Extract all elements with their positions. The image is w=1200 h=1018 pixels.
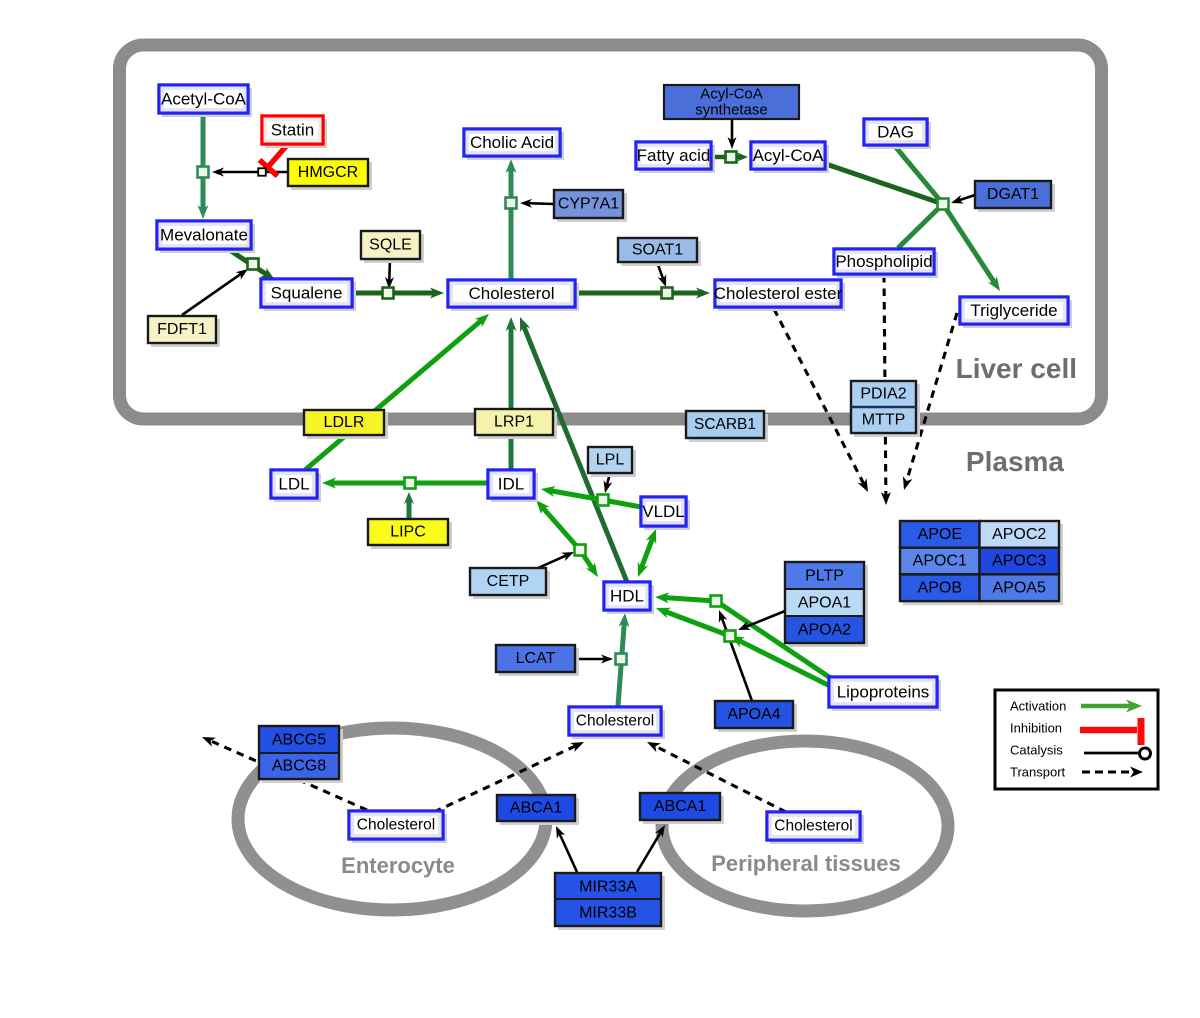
svg-text:APOE: APOE <box>918 526 962 543</box>
svg-text:LRP1: LRP1 <box>494 414 534 431</box>
svg-text:Statin: Statin <box>271 121 314 140</box>
svg-text:CYP7A1: CYP7A1 <box>558 196 619 213</box>
svg-text:LDLR: LDLR <box>324 414 365 431</box>
svg-text:Cholesterol: Cholesterol <box>774 818 852 835</box>
svg-text:SOAT1: SOAT1 <box>632 242 683 259</box>
svg-text:Catalysis: Catalysis <box>1010 743 1063 758</box>
svg-text:PDIA2: PDIA2 <box>860 386 906 403</box>
svg-text:LPL: LPL <box>596 452 625 469</box>
svg-text:Phospholipid: Phospholipid <box>835 252 932 271</box>
svg-text:HDL: HDL <box>610 587 644 606</box>
svg-text:Enterocyte: Enterocyte <box>341 853 455 878</box>
svg-text:APOC1: APOC1 <box>913 553 967 570</box>
svg-text:Triglyceride: Triglyceride <box>970 301 1057 320</box>
svg-text:Fatty acid: Fatty acid <box>637 146 711 165</box>
svg-text:SQLE: SQLE <box>369 237 412 254</box>
svg-text:LDL: LDL <box>278 475 309 494</box>
svg-text:Liver cell: Liver cell <box>956 353 1077 384</box>
svg-text:HMGCR: HMGCR <box>298 164 358 181</box>
svg-text:Acyl-CoA: Acyl-CoA <box>753 146 825 165</box>
svg-text:Cholesterol: Cholesterol <box>469 284 555 303</box>
svg-text:Acetyl-CoA: Acetyl-CoA <box>161 90 247 109</box>
svg-text:Inhibition: Inhibition <box>1010 721 1062 736</box>
svg-text:Peripheral tissues: Peripheral tissues <box>711 851 901 876</box>
svg-text:APOC2: APOC2 <box>992 526 1046 543</box>
svg-text:FDFT1: FDFT1 <box>157 321 207 338</box>
svg-text:DAG: DAG <box>877 123 914 142</box>
svg-text:APOA5: APOA5 <box>993 579 1046 596</box>
svg-text:Acyl-CoA: Acyl-CoA <box>700 86 763 103</box>
svg-text:Plasma: Plasma <box>966 446 1064 477</box>
svg-text:Cholesterol: Cholesterol <box>576 713 654 730</box>
svg-text:MTTP: MTTP <box>862 412 906 429</box>
svg-text:ABCG5: ABCG5 <box>272 732 326 749</box>
svg-text:ABCA1: ABCA1 <box>654 798 707 815</box>
svg-text:MIR33A: MIR33A <box>579 879 637 896</box>
svg-text:Cholesterol ester: Cholesterol ester <box>714 284 843 303</box>
svg-text:Activation: Activation <box>1010 699 1066 714</box>
svg-text:Transport: Transport <box>1010 765 1066 780</box>
svg-text:ABCA1: ABCA1 <box>510 800 563 817</box>
svg-text:APOA1: APOA1 <box>798 595 851 612</box>
svg-text:APOB: APOB <box>918 579 962 596</box>
svg-text:LIPC: LIPC <box>390 524 426 541</box>
svg-text:MIR33B: MIR33B <box>579 905 637 922</box>
svg-text:APOA2: APOA2 <box>798 622 851 639</box>
svg-text:Lipoproteins: Lipoproteins <box>837 683 930 702</box>
svg-text:PLTP: PLTP <box>805 568 844 585</box>
svg-text:Cholic Acid: Cholic Acid <box>470 133 554 152</box>
svg-text:DGAT1: DGAT1 <box>987 186 1039 203</box>
svg-text:ABCG8: ABCG8 <box>272 758 326 775</box>
svg-text:Squalene: Squalene <box>271 284 343 303</box>
svg-text:synthetase: synthetase <box>695 102 768 119</box>
svg-text:Mevalonate: Mevalonate <box>160 226 248 245</box>
svg-text:CETP: CETP <box>487 573 530 590</box>
svg-text:VLDL: VLDL <box>642 502 685 521</box>
svg-text:Cholesterol: Cholesterol <box>357 817 435 834</box>
svg-text:SCARB1: SCARB1 <box>694 416 756 433</box>
svg-text:APOA4: APOA4 <box>727 706 780 723</box>
svg-text:IDL: IDL <box>498 475 524 494</box>
svg-text:APOC3: APOC3 <box>992 553 1046 570</box>
svg-text:LCAT: LCAT <box>516 650 556 667</box>
